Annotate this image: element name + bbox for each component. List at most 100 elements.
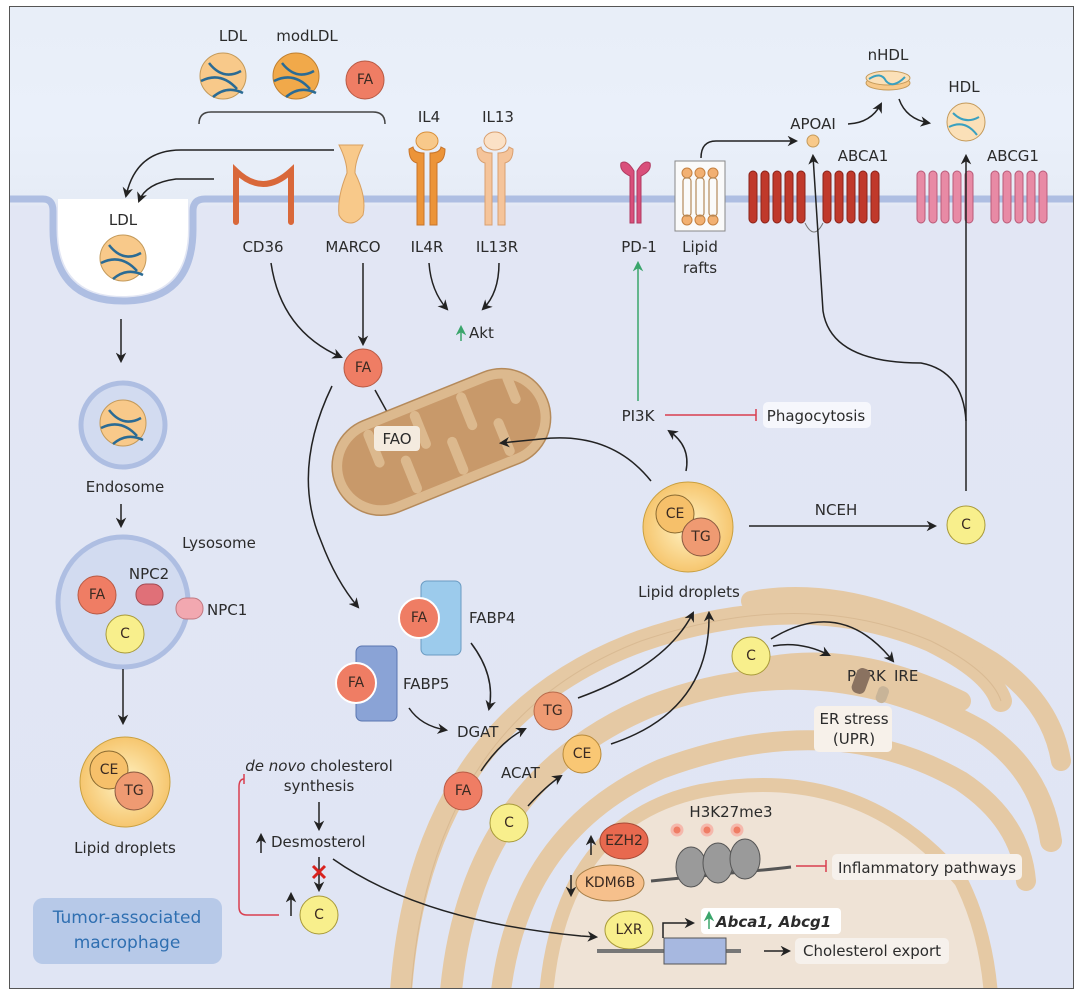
fabp5-to-dgat-arrow	[408, 707, 449, 734]
cd36-label: CD36	[242, 238, 283, 256]
de-novo-rest: cholesterol	[306, 757, 393, 775]
modldl-label: modLDL	[276, 27, 338, 45]
apoai-particle-icon	[806, 134, 820, 148]
tg-label: TG	[542, 703, 562, 719]
genes-badge	[701, 908, 841, 934]
lipid-droplet-icon: CE TG	[79, 736, 171, 828]
ldl-label: LDL	[219, 27, 248, 45]
fa-label: FA	[355, 360, 372, 376]
il4r-akt-arrow	[428, 262, 449, 311]
nhdl-label: nHDL	[868, 46, 909, 64]
kdm6b-protein-icon: KDM6B	[575, 864, 645, 902]
apoai-label: APOAI	[790, 115, 836, 133]
fatty-acid-icon: FA	[343, 348, 383, 388]
c-label: C	[120, 626, 130, 642]
fabp4-to-dgat-arrow	[470, 642, 496, 712]
cd36-receptor-icon	[233, 163, 294, 225]
perk-protein-icon	[851, 668, 871, 694]
npc1-label: NPC1	[207, 601, 247, 619]
abcg1-transporter-icon	[916, 170, 1048, 224]
ce-label: CE	[666, 506, 685, 522]
fa-label: FA	[455, 783, 472, 799]
fa-label: FA	[357, 72, 374, 88]
desmosterol-label: Desmosterol	[271, 833, 366, 851]
ezh2-protein-icon: EZH2	[599, 822, 649, 860]
phagocytosis-badge	[763, 402, 871, 428]
inflammatory-badge	[832, 854, 1022, 880]
cholesterol-export-badge	[795, 938, 949, 964]
cell-type-badge	[33, 898, 222, 964]
lysosome-label: Lysosome	[182, 534, 256, 552]
tg-label: TG	[123, 783, 143, 799]
kdm6b-label: KDM6B	[585, 875, 636, 891]
abcg1-label: ABCG1	[987, 147, 1039, 165]
akt-label: Akt	[469, 324, 494, 342]
ldl-pit-label: LDL	[109, 211, 138, 229]
ire-protein-icon	[875, 686, 889, 704]
nucleosome-chromatin-icon	[650, 823, 792, 888]
transcription-arrow	[662, 917, 696, 938]
c-to-apoai-arrow	[808, 153, 967, 422]
c-label: C	[504, 815, 514, 831]
uptake-arrow	[137, 178, 214, 203]
il13r-label: IL13R	[476, 238, 518, 256]
genes-label: Abca1, Abcg1	[715, 913, 831, 931]
hdl-label: HDL	[948, 78, 980, 96]
c-label: C	[961, 517, 971, 533]
inhibition-bar	[665, 409, 757, 421]
rafts-to-apoai-arrow	[700, 135, 799, 159]
fatty-acid-icon: FA	[335, 662, 377, 704]
lipid-rafts-label-2: rafts	[683, 259, 717, 277]
pd1-label: PD-1	[621, 238, 657, 256]
fao-badge	[374, 426, 420, 451]
ce-to-ld-arrow	[610, 610, 715, 745]
ezh2-label: EZH2	[605, 833, 643, 849]
il4-label: IL4	[418, 108, 440, 126]
cd36-to-fa-arrow	[270, 262, 343, 359]
il4r-receptor-icon	[408, 131, 446, 226]
c-to-ce-arrow	[527, 774, 563, 807]
cholesteryl-ester-icon: CE	[562, 734, 602, 774]
ldl-particle-icon	[199, 52, 247, 100]
lxr-label: LXR	[615, 922, 642, 938]
cholesterol-icon: C	[731, 636, 771, 676]
lipid-droplet-icon: CE TG	[642, 481, 734, 573]
er-stress-label-1: ER stress	[819, 710, 888, 728]
blocked-x-icon	[311, 864, 327, 880]
cholesterol-export-label: Cholesterol export	[803, 942, 941, 960]
fatty-acid-icon: FA	[398, 597, 440, 639]
modldl-particle-icon	[272, 52, 320, 100]
pathway-diagram: LDL modLDL FA CD36 MARCO IL4 IL13 IL4R I…	[10, 27, 1073, 988]
lipid-droplets-label: Lipid droplets	[74, 839, 176, 857]
nhdl-disc-icon	[865, 70, 911, 91]
hdl-particle-icon	[946, 102, 986, 142]
abca1-label: ABCA1	[838, 147, 889, 165]
apoai-to-nhdl-arrow	[847, 102, 882, 125]
h3k27me3-label: H3K27me3	[689, 803, 772, 821]
c-label: C	[746, 648, 756, 664]
desmosterol-to-lxr-arrow	[332, 858, 599, 942]
triglyceride-icon: TG	[533, 691, 573, 731]
nceh-label: NCEH	[815, 501, 857, 519]
phagocytosis-label: Phagocytosis	[767, 407, 866, 425]
lipid-rafts-icon	[674, 160, 726, 232]
fao-label: FAO	[382, 430, 411, 448]
cholesterol-icon: C	[489, 803, 529, 843]
il4r-label: IL4R	[411, 238, 444, 256]
de-novo-italic: de novo	[245, 757, 305, 775]
cell-type-line2: macrophage	[74, 933, 181, 953]
fa-to-fabp-arrow	[307, 385, 360, 609]
dgat-label: DGAT	[457, 723, 499, 741]
fabp4-label: FABP4	[469, 609, 515, 627]
il13r-receptor-icon	[476, 131, 514, 226]
fa-label: FA	[411, 610, 428, 626]
uptake-arrow	[122, 149, 334, 199]
il13-label: IL13	[482, 108, 514, 126]
ldl-particle-icon	[99, 234, 147, 282]
cholesterol-icon: C	[105, 614, 145, 654]
nucleus	[539, 778, 998, 988]
fa-label: FA	[348, 675, 365, 691]
lxr-protein-icon: LXR	[604, 910, 654, 950]
acat-label: ACAT	[501, 764, 541, 782]
cholesterol-icon: C	[299, 895, 339, 935]
